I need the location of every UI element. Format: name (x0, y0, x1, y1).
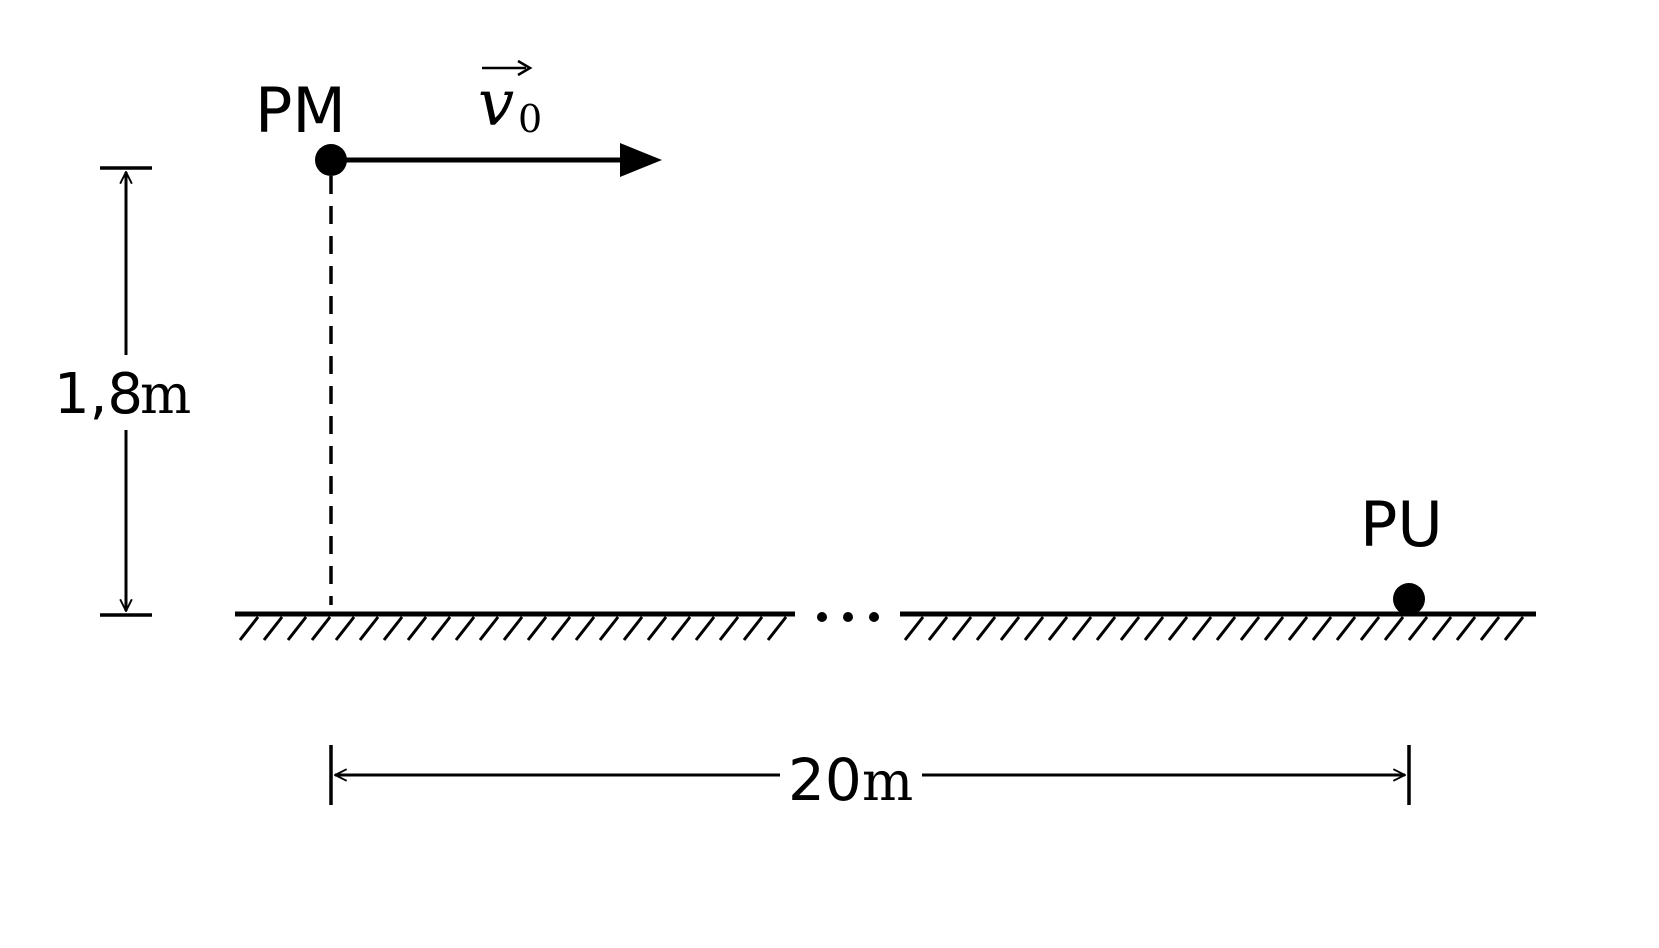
end-point-group: PU (1360, 488, 1443, 615)
hatch-mark (1239, 616, 1261, 641)
hatch-mark (1407, 616, 1429, 641)
hatch-mark (286, 616, 308, 641)
velocity-label: v 0 (478, 59, 542, 141)
hatch-mark (1431, 616, 1453, 641)
hatch-mark (310, 616, 332, 641)
hatch-mark (718, 616, 740, 641)
hatch-mark (238, 616, 260, 641)
hatch-mark (670, 616, 692, 641)
ground (235, 611, 1536, 641)
hatch-mark (1359, 616, 1381, 641)
hatch-mark (927, 616, 949, 641)
vector-overarrow-head (517, 59, 533, 77)
velocity-symbol: v (478, 67, 514, 141)
hatch-mark (334, 616, 356, 641)
ground-hatching-left (238, 616, 788, 641)
hatch-mark (1047, 616, 1069, 641)
hatch-mark (1119, 616, 1141, 641)
hatch-mark (646, 616, 668, 641)
hatch-mark (1071, 616, 1093, 641)
hatch-mark (1479, 616, 1501, 641)
hatch-mark (1503, 616, 1525, 641)
hatch-mark (999, 616, 1021, 641)
hatch-mark (1023, 616, 1045, 641)
hatch-mark (742, 616, 764, 641)
hatch-mark (951, 616, 973, 641)
velocity-subscript: 0 (518, 97, 542, 141)
hatch-mark (622, 616, 644, 641)
hatch-mark (574, 616, 596, 641)
hatch-mark (430, 616, 452, 641)
hatch-mark (382, 616, 404, 641)
ellipsis-dot (817, 612, 827, 622)
ellipsis-dot (869, 612, 879, 622)
hatch-mark (766, 616, 788, 641)
hatch-mark (1383, 616, 1405, 641)
hatch-mark (1287, 616, 1309, 641)
hatch-mark (1263, 616, 1285, 641)
hatch-mark (358, 616, 380, 641)
hatch-mark (454, 616, 476, 641)
hatch-mark (478, 616, 500, 641)
velocity-arrowhead (620, 143, 662, 177)
height-value: 1,8 (54, 362, 143, 427)
start-point-label: PM (255, 74, 346, 147)
end-point-dot (1393, 583, 1425, 615)
hatch-mark (262, 616, 284, 641)
velocity-vector: v 0 (331, 59, 662, 177)
hatch-mark (526, 616, 548, 641)
hatch-mark (502, 616, 524, 641)
hatch-mark (1335, 616, 1357, 641)
hatch-mark (1095, 616, 1117, 641)
distance-dimension: 20 m (329, 745, 1411, 814)
ground-break-ellipsis (817, 612, 879, 622)
hatch-mark (694, 616, 716, 641)
height-dimension: 1,8 m (54, 166, 191, 617)
hatch-mark (1167, 616, 1189, 641)
hatch-mark (1311, 616, 1333, 641)
hatch-mark (598, 616, 620, 641)
hatch-mark (1191, 616, 1213, 641)
distance-value: 20 (788, 746, 862, 814)
end-point-label: PU (1360, 488, 1443, 561)
ground-hatching-right (903, 616, 1525, 641)
hatch-mark (1455, 616, 1477, 641)
hatch-mark (975, 616, 997, 641)
hatch-mark (406, 616, 428, 641)
ellipsis-dot (843, 612, 853, 622)
height-unit: m (140, 363, 191, 426)
distance-unit: m (862, 750, 913, 813)
hatch-mark (1215, 616, 1237, 641)
hatch-mark (550, 616, 572, 641)
hatch-mark (1143, 616, 1165, 641)
hatch-mark (903, 616, 925, 641)
